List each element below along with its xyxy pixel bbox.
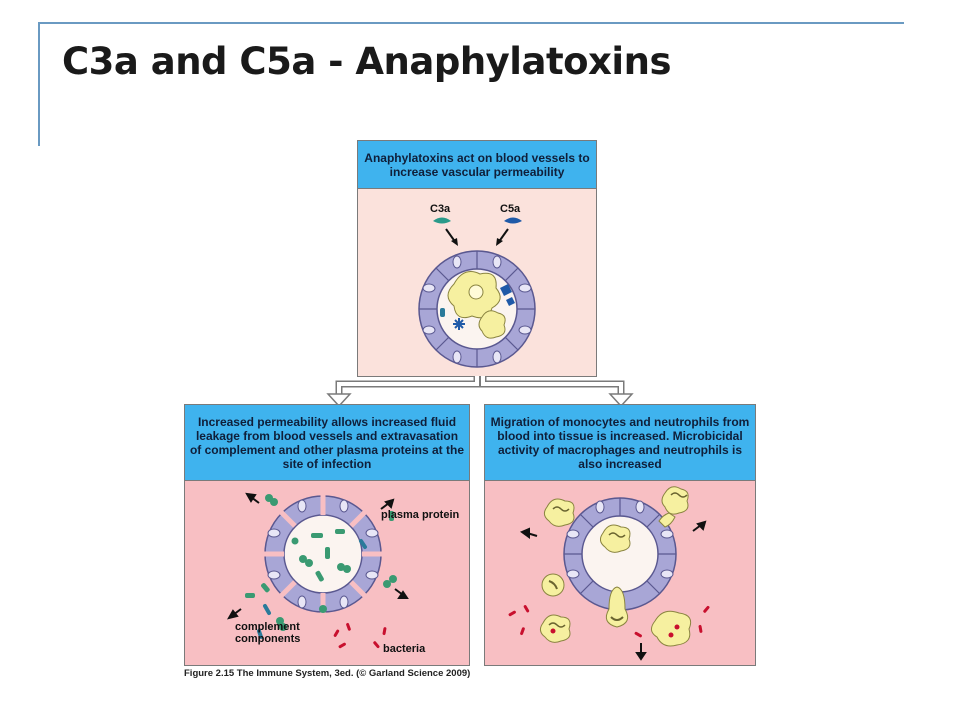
complement-component-icon (257, 539, 367, 639)
slide-title: C3a and C5a - Anaphylatoxins (62, 40, 671, 83)
migration-arrows-icon (519, 520, 707, 661)
left-panel: Increased permeability allows increased … (184, 404, 470, 666)
right-panel: Migration of monocytes and neutrophils f… (484, 404, 756, 666)
left-panel-header: Increased permeability allows increased … (185, 405, 469, 481)
snowflake-cell-icon (453, 318, 465, 330)
vessel-cross-section-diagram (418, 217, 536, 368)
permeability-diagram (226, 492, 409, 649)
neutrophil-cells-icon (539, 486, 692, 647)
leaky-vessel-icon (264, 495, 382, 613)
top-panel-header: Anaphylatoxins act on blood vessels to i… (358, 141, 596, 189)
title-rule-left (38, 22, 40, 146)
c5a-molecule-icon (504, 217, 522, 224)
c5a-label: C5a (500, 203, 521, 215)
top-panel: Anaphylatoxins act on blood vessels to i… (357, 140, 597, 377)
c3a-molecule-icon (433, 217, 451, 224)
title-rule-top (38, 22, 904, 24)
branch-arrow-icon (326, 376, 634, 408)
outflow-arrows-icon (226, 492, 409, 620)
top-panel-body: C3a C5a (358, 189, 596, 376)
left-panel-body: plasma protein complement components bac… (185, 481, 469, 665)
antibody-icon (500, 284, 512, 296)
plasma-protein-label: plasma protein (381, 509, 460, 521)
figure-caption: Figure 2.15 The Immune System, 3ed. (© G… (184, 668, 471, 679)
vessel-with-migrating-cells-icon (563, 497, 677, 611)
bacteria-label: bacteria (383, 643, 426, 655)
neutrophil-icon (478, 310, 506, 339)
migration-diagram (508, 486, 710, 661)
bacteria-icon (333, 622, 387, 649)
right-panel-header: Migration of monocytes and neutrophils f… (485, 405, 755, 481)
right-panel-body (485, 481, 755, 665)
bacteria-icon (508, 605, 710, 638)
plasma-protein-icon (245, 494, 397, 631)
complement-components-label: complement components (235, 621, 301, 645)
c3a-label: C3a (430, 203, 451, 215)
